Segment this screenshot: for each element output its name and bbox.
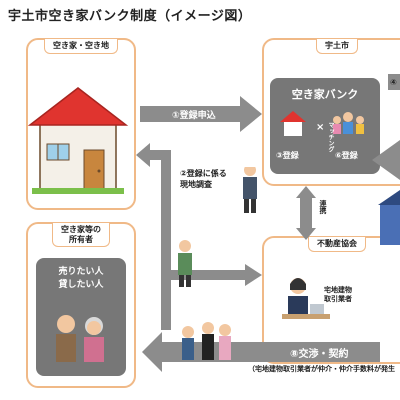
- people-group-icon: [182, 322, 231, 360]
- step1-label: ①登録申込: [172, 111, 216, 121]
- agent-label: 宅地建物 取引業者: [324, 286, 352, 305]
- arrow-step1: [140, 96, 262, 132]
- page-title: 宇土市空き家バンク制度（イメージ図）: [8, 9, 252, 24]
- arrow-from-right: [372, 140, 400, 180]
- link-label: 連携: [319, 200, 327, 214]
- staff-icon: [178, 240, 192, 287]
- seller-line2: 貸したい人: [58, 280, 104, 291]
- arrow-step8: [142, 332, 380, 372]
- link-arrow: [296, 186, 316, 240]
- step2-label: ②登録に係る 現地調査: [180, 168, 227, 190]
- family-icon: [333, 112, 364, 134]
- step8-label: ⑧交渉・契約: [290, 349, 349, 360]
- arrow-step2: [136, 143, 166, 167]
- owner-panel-heading: 空き家・空き地: [44, 39, 118, 54]
- elderly-couple-icon: [56, 315, 104, 362]
- bank-title: 空き家バンク: [291, 88, 359, 101]
- matching-label: マッチング: [327, 122, 334, 152]
- building-icon: [378, 190, 400, 245]
- step8-note: （宅地建物取引業者が仲介・仲介手数料が発生: [248, 365, 395, 373]
- seller-line1: 売りたい人: [58, 267, 104, 277]
- seller-panel-heading: 空き家等の 所有者: [52, 223, 110, 248]
- connector-to-association: [161, 270, 245, 280]
- seller-heading-line1: 空き家等の: [61, 225, 101, 234]
- cross-mark: ×: [316, 122, 325, 133]
- seller-box: 売りたい人 貸したい人: [36, 258, 126, 376]
- inspector-icon: [243, 164, 257, 213]
- step6-label: ⑥登録: [335, 151, 358, 160]
- agent-line1: 宅地建物: [324, 286, 352, 294]
- step2-line1: ②登録に係る: [180, 169, 227, 178]
- house-icon: [27, 87, 129, 194]
- agent-icon: [282, 278, 330, 319]
- association-panel-heading: 不動産協会: [308, 237, 366, 252]
- step2-line2: 現地調査: [180, 180, 212, 190]
- agent-line2: 取引業者: [324, 295, 352, 304]
- arrow-step4: [388, 74, 400, 90]
- step4-label: ④: [390, 78, 397, 87]
- small-house-icon: [280, 111, 306, 136]
- city-panel-heading: 宇土市: [316, 39, 358, 54]
- connector-vertical: [161, 150, 171, 330]
- step3-label: ③登録: [276, 151, 299, 160]
- seller-heading-line2: 所有者: [69, 234, 93, 244]
